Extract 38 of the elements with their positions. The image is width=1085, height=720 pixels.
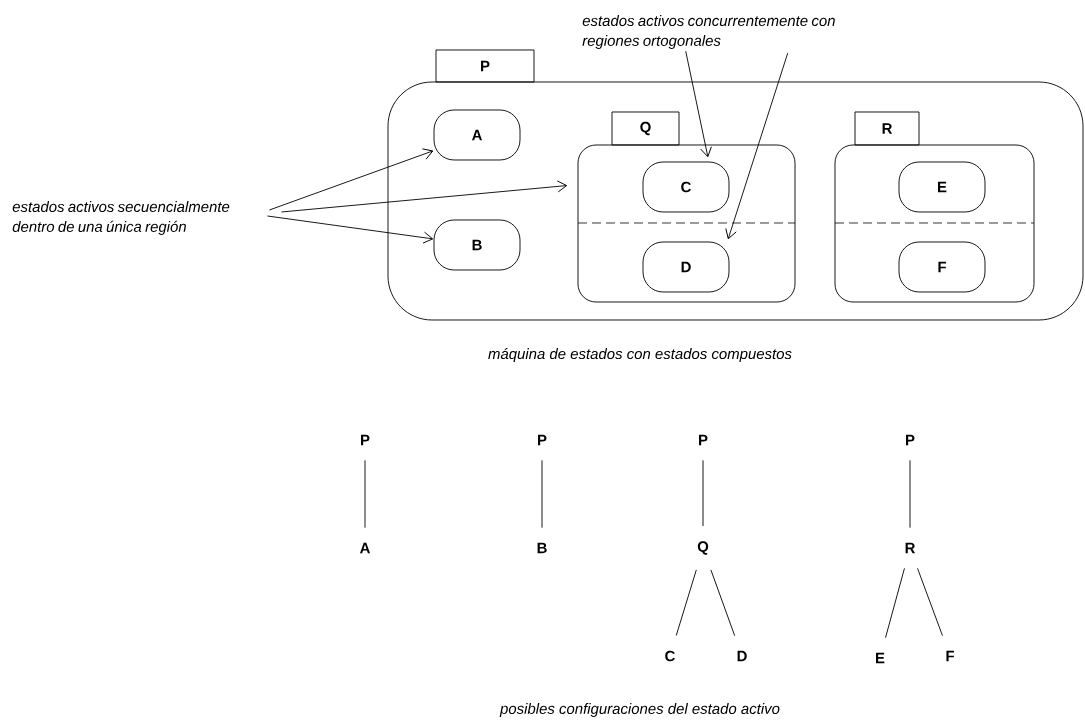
state-box: D <box>642 241 730 293</box>
state-box: E <box>898 161 986 213</box>
tree-node-label: F <box>946 650 954 662</box>
tree-node-label: P <box>699 434 708 446</box>
arrow <box>725 52 789 240</box>
tree-node-label: P <box>538 434 547 446</box>
caption-text: posibles configuraciones del estado activo <box>499 703 780 717</box>
tree-line <box>364 459 366 529</box>
arrow <box>268 148 434 211</box>
node-label: R <box>882 123 893 134</box>
arrow <box>266 215 434 244</box>
tree-node-label: R <box>905 542 916 554</box>
tree-node-label: P <box>906 434 915 446</box>
tree-node-label: Q <box>697 541 709 555</box>
tree-node-label: A <box>360 542 370 554</box>
state-box: C <box>642 161 730 213</box>
arrow <box>280 180 568 213</box>
state-box: F <box>898 241 986 293</box>
tree-line <box>675 569 697 636</box>
tree-line <box>909 459 911 529</box>
state-box: B <box>433 219 521 271</box>
node-label: Q <box>640 121 651 136</box>
tree-line <box>917 567 943 637</box>
tree-node-label: D <box>737 650 747 662</box>
tree-line <box>541 459 543 529</box>
tree-node-label: E <box>876 652 885 664</box>
tree-node-label: B <box>537 542 547 554</box>
tree-node-label: C <box>665 650 675 662</box>
state-box: A <box>433 109 521 161</box>
annotation-text: estados activos secuencialmente dentro de una única región <box>12 201 230 235</box>
tree-line <box>710 569 736 637</box>
annotation-text: estados activos concurrentemente con regiones ortogonales <box>582 15 835 49</box>
tree-line <box>702 459 704 527</box>
node-label: P <box>481 60 490 72</box>
caption-text: máquina de estados con estados compuestos <box>488 347 792 363</box>
tree-node-label: P <box>361 434 370 446</box>
tree-line <box>885 567 905 639</box>
arrow <box>685 50 712 158</box>
